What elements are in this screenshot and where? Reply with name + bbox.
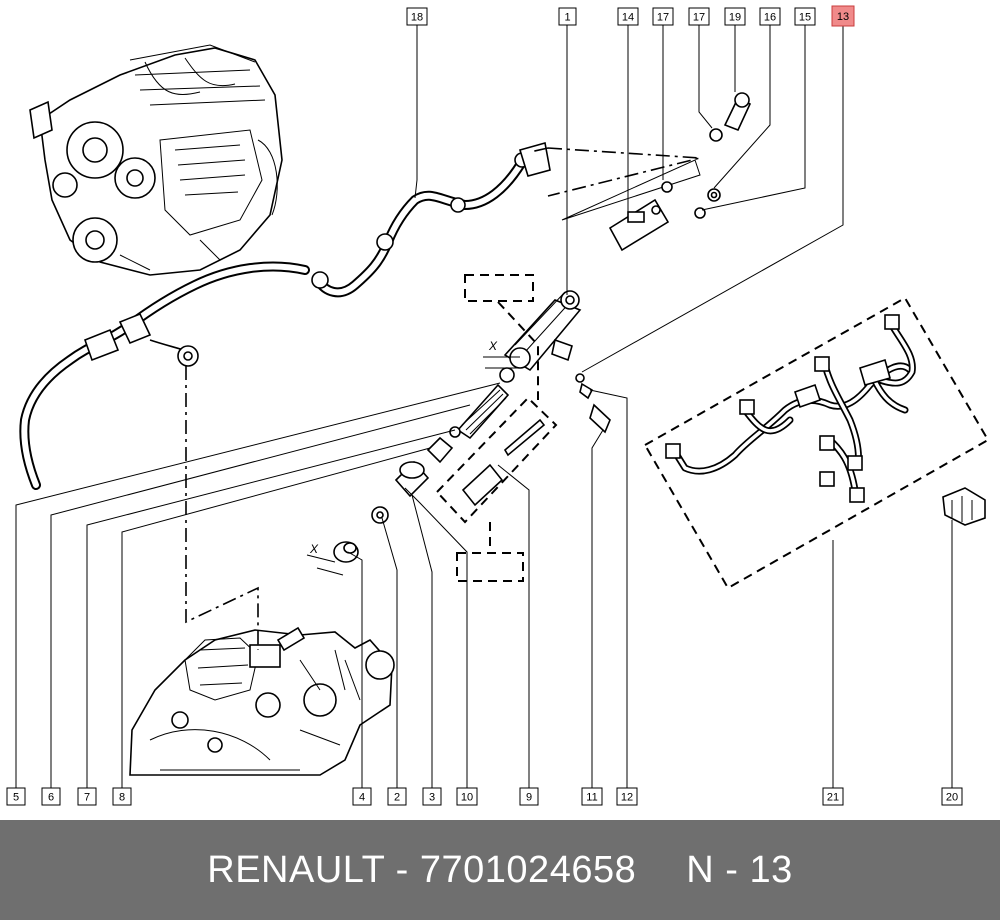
clamp-and-fasteners <box>575 92 752 434</box>
svg-text:13: 13 <box>837 11 849 23</box>
svg-text:18: 18 <box>411 12 423 24</box>
injector-assembly <box>333 159 701 563</box>
callout-1[interactable]: 1 <box>558 7 577 26</box>
svg-text:4: 4 <box>359 792 365 804</box>
callout-11[interactable]: 11 <box>581 787 603 806</box>
svg-text:21: 21 <box>827 792 839 804</box>
svg-text:14: 14 <box>622 12 634 24</box>
exploded-parts-diagram: X X 18 1 14 17 17 19 16 15 13 5 6 7 8 <box>6 5 990 806</box>
svg-text:19: 19 <box>729 12 741 24</box>
callout-3[interactable]: 3 <box>422 787 442 806</box>
callout-5[interactable]: 5 <box>6 787 26 806</box>
leader-lines <box>15 25 953 788</box>
callout-2[interactable]: 2 <box>387 787 407 806</box>
wiring-harness <box>643 296 990 590</box>
x-dimension-markers: X X <box>306 339 520 576</box>
svg-text:9: 9 <box>526 792 532 804</box>
reference-number: N - 13 <box>686 848 793 891</box>
svg-text:20: 20 <box>946 792 958 804</box>
callout-21[interactable]: 21 <box>822 787 844 806</box>
brand-part-number: RENAULT - 7701024658 <box>207 848 637 891</box>
callout-8[interactable]: 8 <box>112 787 132 806</box>
callout-4[interactable]: 4 <box>352 787 372 806</box>
callout-19[interactable]: 19 <box>724 7 746 26</box>
x-marker-top: X <box>488 339 498 353</box>
callout-6[interactable]: 6 <box>41 787 61 806</box>
svg-text:1: 1 <box>564 12 570 24</box>
callout-7[interactable]: 7 <box>77 787 97 806</box>
callout-14[interactable]: 14 <box>617 7 639 26</box>
callout-13-highlighted[interactable]: 13 <box>831 5 855 27</box>
svg-text:16: 16 <box>764 12 776 24</box>
svg-text:12: 12 <box>621 792 633 804</box>
callout-17-second[interactable]: 17 <box>688 7 710 26</box>
svg-text:10: 10 <box>461 792 473 804</box>
svg-text:7: 7 <box>84 792 90 804</box>
callout-9[interactable]: 9 <box>519 787 539 806</box>
callout-17[interactable]: 17 <box>652 7 674 26</box>
callout-12[interactable]: 12 <box>616 787 638 806</box>
dashed-group-frames <box>185 147 701 650</box>
footer-caption: RENAULT - 7701024658 N - 13 <box>207 849 792 892</box>
svg-text:2: 2 <box>394 792 400 804</box>
engine-illustration <box>29 44 283 276</box>
svg-text:5: 5 <box>13 792 19 804</box>
callout-15[interactable]: 15 <box>794 7 816 26</box>
svg-text:8: 8 <box>119 792 125 804</box>
return-hose <box>19 141 551 490</box>
callout-20[interactable]: 20 <box>941 787 963 806</box>
callout-16[interactable]: 16 <box>759 7 781 26</box>
part-number-footer: RENAULT - 7701024658 N - 13 <box>0 820 1000 920</box>
svg-text:15: 15 <box>799 12 811 24</box>
svg-text:11: 11 <box>586 792 597 804</box>
svg-text:3: 3 <box>429 792 435 804</box>
x-marker-bottom: X <box>309 542 319 556</box>
callout-18[interactable]: 18 <box>406 7 428 26</box>
injection-pump-illustration <box>129 626 395 776</box>
svg-text:6: 6 <box>48 792 54 804</box>
svg-text:17: 17 <box>657 12 669 24</box>
svg-text:17: 17 <box>693 12 705 24</box>
callout-10[interactable]: 10 <box>456 787 478 806</box>
